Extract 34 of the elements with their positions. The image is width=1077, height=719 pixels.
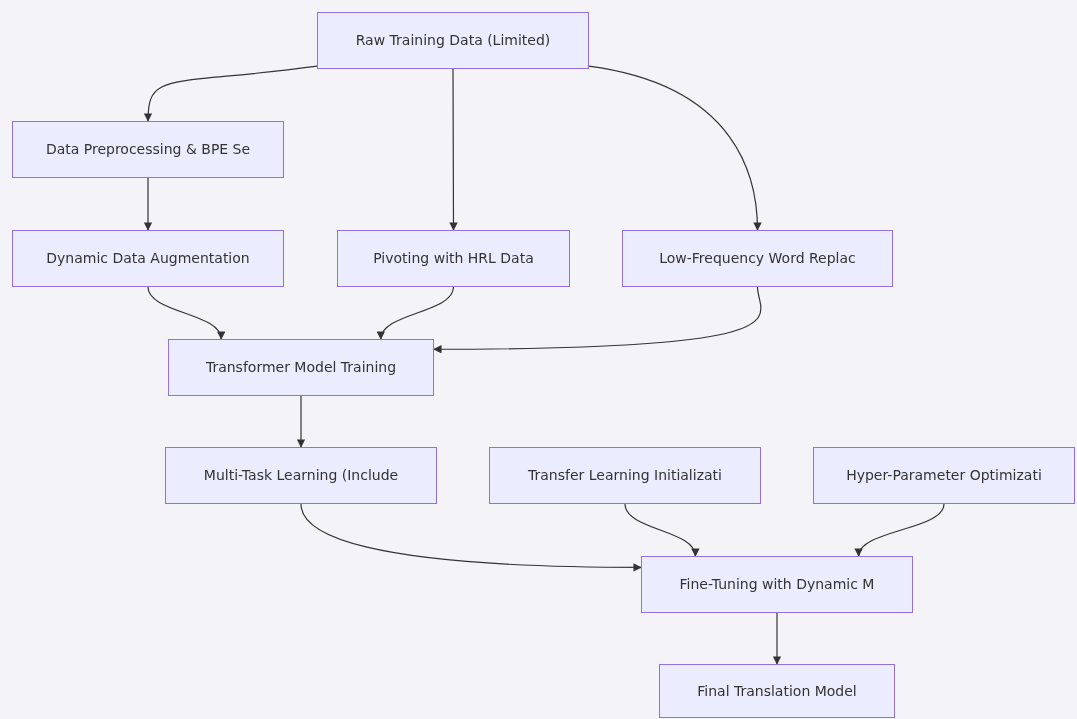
arrow bbox=[433, 286, 762, 354]
box-label: Raw Training Data (Limited) bbox=[355, 31, 551, 50]
arrow bbox=[144, 65, 318, 122]
process-box bbox=[641, 556, 913, 613]
process-box bbox=[489, 447, 761, 504]
box-label: Fine-Tuning with Dynamic M bbox=[679, 575, 875, 594]
arrow bbox=[449, 68, 458, 231]
process-box bbox=[317, 12, 589, 69]
arrow bbox=[300, 503, 642, 572]
process-box bbox=[165, 447, 437, 504]
process-box bbox=[659, 664, 895, 718]
arrow bbox=[856, 503, 945, 557]
box-label: Transformer Model Training bbox=[205, 358, 397, 377]
box-label: Dynamic Data Augmentation bbox=[46, 249, 250, 268]
box-label: Data Preprocessing & BPE Se bbox=[45, 140, 251, 159]
box-label: Final Translation Model bbox=[697, 681, 857, 701]
process-box bbox=[337, 230, 570, 287]
process-box bbox=[813, 447, 1075, 504]
arrow bbox=[296, 395, 306, 448]
process-box bbox=[622, 230, 893, 287]
arrow bbox=[588, 65, 762, 231]
arrow bbox=[772, 612, 782, 665]
arrow bbox=[624, 503, 698, 557]
process-box bbox=[12, 230, 284, 287]
arrow bbox=[143, 177, 153, 231]
process-box bbox=[12, 121, 284, 178]
box-label: Transfer Learning Initializati bbox=[528, 466, 722, 485]
box-label: Pivoting with HRL Data bbox=[373, 249, 534, 268]
process-box bbox=[168, 339, 434, 396]
box-label: Multi-Task Learning (Include bbox=[203, 466, 399, 485]
box-label: Hyper-Parameter Optimizati bbox=[846, 466, 1042, 485]
box-label: Low-Frequency Word Replac bbox=[659, 249, 856, 268]
arrow bbox=[378, 286, 455, 340]
arrow bbox=[147, 286, 224, 340]
